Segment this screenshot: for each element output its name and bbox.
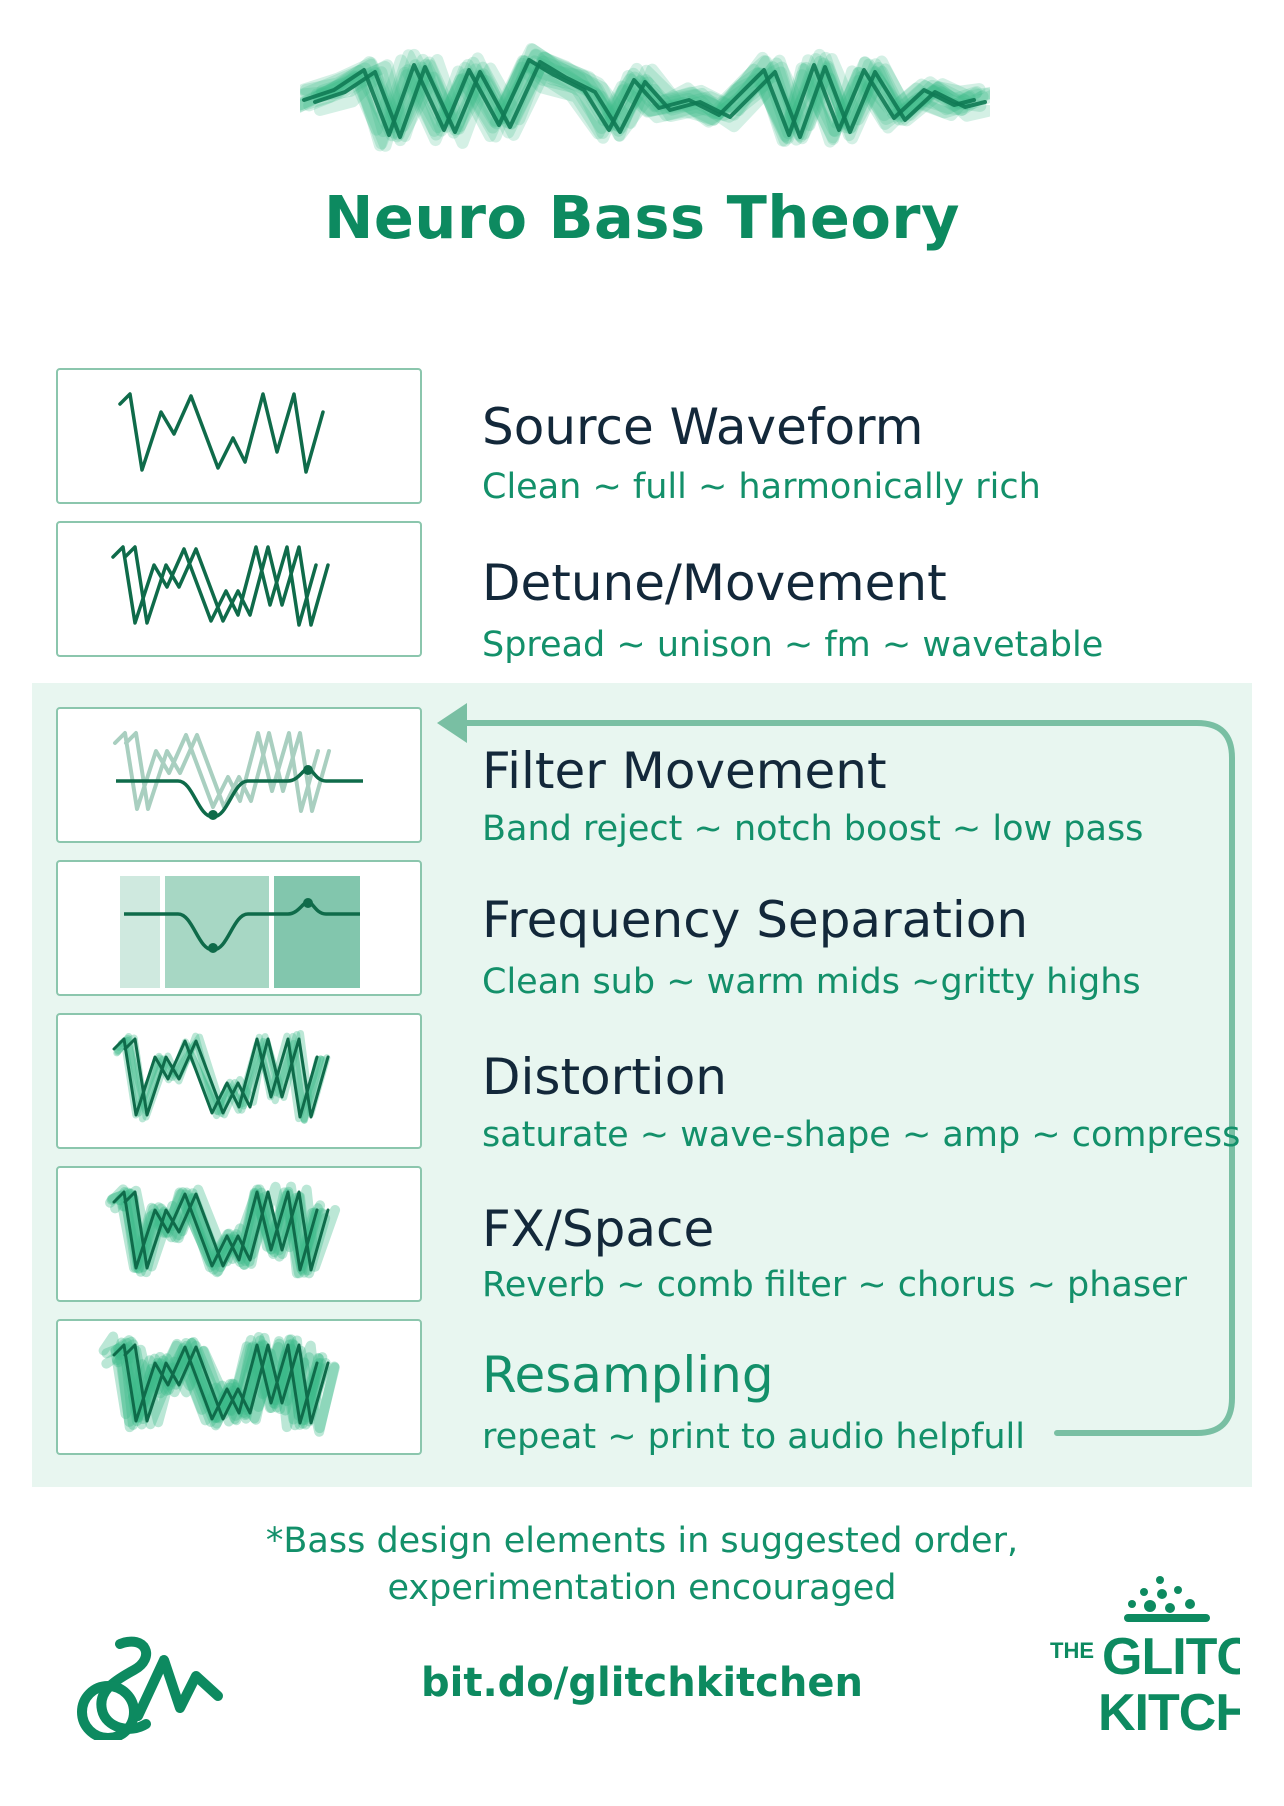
- step-title-fx-space: FX/Space: [482, 1200, 715, 1258]
- loop-back-arrow-icon: [437, 703, 1235, 1436]
- step-subtitle-fx-space: Reverb ~ comb filter ~ chorus ~ phaser: [482, 1265, 1188, 1305]
- step-title-detune-movement: Detune/Movement: [482, 554, 947, 612]
- distortion-icon-box: [56, 1013, 422, 1149]
- step-title-resampling: Resampling: [482, 1346, 774, 1404]
- resampled-wave-icon: [98, 1331, 340, 1437]
- step-subtitle-detune-movement: Spread ~ unison ~ fm ~ wavetable: [482, 625, 1104, 665]
- header-glitch-wave-icon: [300, 42, 990, 152]
- gk-logo-the: THE: [1050, 1638, 1094, 1663]
- resampling-icon-box: [56, 1319, 422, 1455]
- step-subtitle-filter-movement: Band reject ~ notch boost ~ low pass: [482, 809, 1144, 849]
- page-title: Neuro Bass Theory: [324, 183, 960, 252]
- footnote: *Bass design elements in suggested order…: [0, 1518, 1284, 1612]
- footnote-line-2: experimentation encouraged: [387, 1568, 897, 1608]
- step-subtitle-distortion: saturate ~ wave-shape ~ amp ~ compress: [482, 1115, 1241, 1155]
- filter-curve-icon: [113, 731, 363, 820]
- detune-movement-icon-box: [56, 521, 422, 657]
- frequency-bands-icon: [120, 876, 360, 988]
- fx-wave-icon: [105, 1181, 341, 1279]
- fx-space-icon-box: [56, 1166, 422, 1302]
- glitch-kitchen-logo: THE GLITCH KITCHEN: [1050, 1576, 1240, 1742]
- footnote-line-1: *Bass design elements in suggested order…: [265, 1521, 1019, 1561]
- frequency-separation-icon-box: [56, 860, 422, 996]
- source-waveform-icon-box: [56, 368, 422, 504]
- gk-logo-glitch: GLITCH: [1102, 1628, 1240, 1686]
- step-title-distortion: Distortion: [482, 1048, 727, 1106]
- filter-movement-icon-box: [56, 707, 422, 843]
- detuned-wave-icon: [111, 545, 330, 627]
- step-subtitle-source-waveform: Clean ~ full ~ harmonically rich: [482, 467, 1041, 507]
- step-subtitle-resampling: repeat ~ print to audio helpfull: [482, 1417, 1025, 1457]
- sam-logo: [77, 1636, 223, 1740]
- step-title-frequency-separation: Frequency Separation: [482, 891, 1029, 949]
- distorted-wave-icon: [112, 1030, 331, 1124]
- step-title-source-waveform: Source Waveform: [482, 398, 924, 456]
- gk-logo-kitchen: KITCHEN: [1098, 1684, 1240, 1742]
- step-subtitle-frequency-separation: Clean sub ~ warm mids ~gritty highs: [482, 962, 1141, 1002]
- step-title-filter-movement: Filter Movement: [482, 742, 887, 800]
- clean-wave-icon: [118, 392, 325, 474]
- website-link[interactable]: bit.do/glitchkitchen: [421, 1660, 863, 1706]
